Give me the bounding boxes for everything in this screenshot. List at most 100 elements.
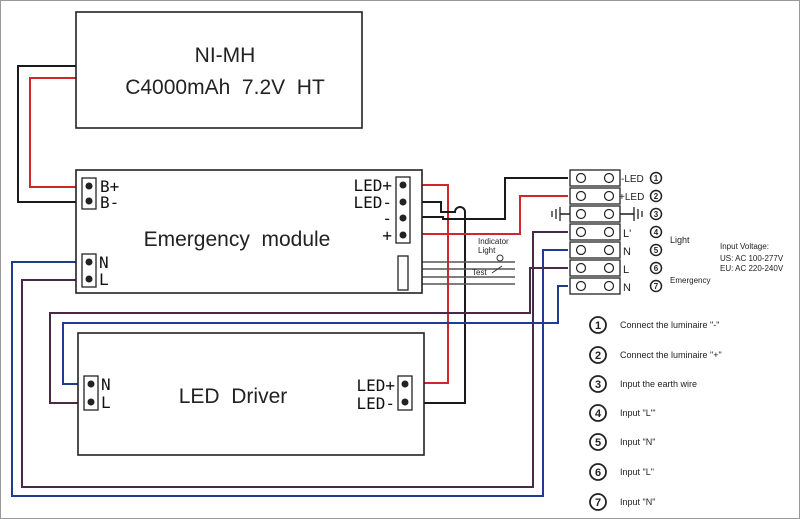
led-driver-box <box>77 332 425 456</box>
emergency-module-ac-pins <box>81 253 97 288</box>
number-badge-icon <box>589 346 607 364</box>
legend-item: 4 Input "L'" <box>589 404 656 422</box>
legend-item: 5 Input "N" <box>589 433 655 451</box>
pin-terminal-icon <box>401 398 409 406</box>
number-badge-icon <box>649 189 663 203</box>
wire-battery-bplus <box>29 77 88 188</box>
legend-text: Input the earth wire <box>620 379 697 389</box>
screw-icon <box>603 280 615 292</box>
legend-text: Input "N" <box>620 437 655 447</box>
legend-item: 2 Connect the luminaire "+" <box>589 346 722 364</box>
terminal-label-6: L <box>623 264 629 276</box>
screw-icon <box>575 244 587 256</box>
emergency-module-battery-pins <box>81 177 97 210</box>
terminal-group-light: Light <box>670 235 690 245</box>
legend-number: 7 <box>595 497 601 509</box>
pin-terminal-icon <box>85 182 93 190</box>
terminal-row <box>569 187 621 205</box>
wire-plus-t2 <box>411 195 568 235</box>
number-badge-icon <box>649 243 663 257</box>
number-badge-icon <box>649 171 663 185</box>
badge-number: 2 <box>654 192 659 201</box>
pin-label-module-plus: + <box>382 226 392 245</box>
screw-icon <box>603 208 615 220</box>
legend-number: 1 <box>595 320 601 332</box>
screw-icon <box>575 208 587 220</box>
terminal-row <box>569 205 621 223</box>
terminal-block <box>569 169 621 295</box>
indicator-label-line1: Indicator <box>478 237 509 246</box>
pin-terminal-icon <box>85 258 93 266</box>
legend-text: Connect the luminaire "+" <box>620 350 722 360</box>
wire-minus-t1 <box>411 177 568 220</box>
battery-label-spec: C4000mAh 7.2V HT <box>125 76 325 99</box>
pin-terminal-icon <box>85 275 93 283</box>
legend-number: 5 <box>595 437 601 449</box>
legend-text: Input "L" <box>620 467 654 477</box>
legend-text: Input "L'" <box>620 408 656 418</box>
pin-label-module-led-plus: LED+ <box>353 176 392 195</box>
pin-terminal-icon <box>399 181 407 189</box>
emergency-module-title: Emergency module <box>144 228 331 251</box>
screw-icon <box>575 172 587 184</box>
terminal-label-5: N <box>623 246 631 258</box>
terminal-number-badges: 1 2 3 4 5 6 7 <box>649 171 663 293</box>
emergency-module-box <box>75 169 423 294</box>
legend-number: 2 <box>595 350 601 362</box>
indicator-light-icon <box>496 254 504 262</box>
pin-terminal-icon <box>87 380 95 388</box>
test-switch-label: Test <box>472 268 487 277</box>
legend-text: Connect the luminaire "-" <box>620 320 719 330</box>
number-badge-icon <box>589 404 607 422</box>
badge-number: 3 <box>654 210 659 219</box>
pin-terminal-icon <box>399 214 407 222</box>
indicator-label-line2: Light <box>478 246 496 255</box>
terminal-row <box>569 259 621 277</box>
battery-label-type: NI-MH <box>195 44 256 67</box>
input-voltage-eu: EU: AC 220-240V <box>720 264 784 273</box>
test-switch-icon <box>491 265 503 274</box>
terminal-row <box>569 223 621 241</box>
pin-terminal-icon <box>399 231 407 239</box>
earth-ground-icon <box>633 207 643 221</box>
legend-number: 4 <box>595 408 602 420</box>
number-badge-icon <box>589 493 607 511</box>
led-driver-title: LED Driver <box>179 385 288 408</box>
legend-item: 1 Connect the luminaire "-" <box>589 316 719 334</box>
battery-box <box>75 11 363 129</box>
number-badge-icon <box>649 279 663 293</box>
pin-label-module-minus: - <box>382 209 392 228</box>
legend-item: 7 Input "N" <box>589 493 655 511</box>
legend-item: 6 Input "L" <box>589 463 654 481</box>
terminal-label-1: -LED <box>621 174 644 185</box>
pin-label-module-led-minus: LED- <box>353 193 392 212</box>
terminal-row <box>569 241 621 259</box>
wire-ledminus <box>411 201 466 404</box>
number-badge-icon <box>589 433 607 451</box>
pin-terminal-icon <box>85 197 93 205</box>
earth-ground-icon <box>551 207 561 221</box>
pin-label-module-n: N <box>99 253 109 272</box>
number-badge-icon <box>589 316 607 334</box>
wire-driver-l-t6 <box>49 267 568 404</box>
terminal-label-4: L' <box>623 228 631 240</box>
wire-battery-bminus <box>17 65 88 203</box>
wire-module-n-t5 <box>11 249 568 497</box>
screw-icon <box>575 280 587 292</box>
pin-label-driver-led-plus: LED+ <box>356 376 395 395</box>
badge-number: 1 <box>654 174 659 183</box>
badge-number: 5 <box>654 246 659 255</box>
legend-number: 3 <box>595 379 601 391</box>
pin-label-b-plus: B+ <box>100 177 119 196</box>
screw-icon <box>603 244 615 256</box>
wire-driver-n-t7 <box>62 285 568 385</box>
legend-text: Input "N" <box>620 497 655 507</box>
terminal-row <box>569 169 621 187</box>
screw-icon <box>603 190 615 202</box>
screw-icon <box>603 262 615 274</box>
terminal-row <box>569 277 621 295</box>
screw-icon <box>575 226 587 238</box>
input-voltage-title: Input Voltage: <box>720 242 769 251</box>
